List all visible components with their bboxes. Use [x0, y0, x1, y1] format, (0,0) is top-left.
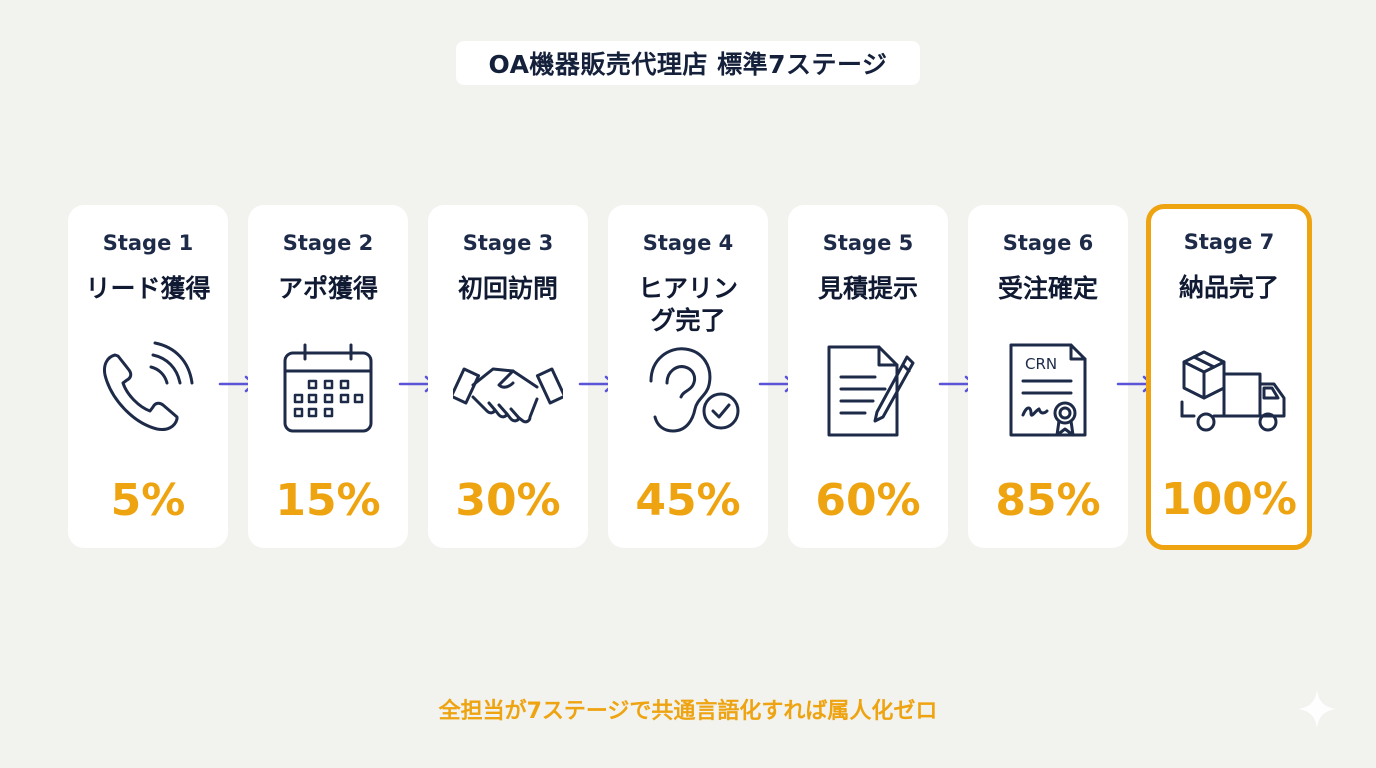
stage-name: 見積提示 — [817, 274, 918, 303]
calendar-icon — [283, 343, 373, 433]
summary-message: 全担当が7ステージで共通言語化すれば属人化ゼロ — [438, 699, 938, 724]
stage-card-4: Stage 4 ヒアリング完了 45% — [608, 205, 768, 548]
certificate-label: CRN — [1025, 355, 1057, 373]
handshake-icon — [453, 367, 563, 424]
document-pen-icon — [827, 345, 915, 437]
stage-name: ヒアリング完了 — [637, 274, 738, 335]
delivery-truck-icon — [1180, 350, 1286, 432]
stage-label: Stage 7 — [1183, 230, 1275, 254]
stage-name: 受注確定 — [997, 274, 1098, 303]
phone-icon — [103, 341, 194, 431]
stage-percentage: 15% — [275, 475, 381, 526]
stage-percentage: 85% — [995, 475, 1101, 526]
stage-label: Stage 6 — [1002, 231, 1094, 255]
page-title: OA機器販売代理店 標準7ステージ — [456, 41, 920, 85]
stage-card-1: Stage 1 リード獲得 5% — [68, 205, 228, 548]
stage-label: Stage 2 — [282, 231, 374, 255]
stage-label: Stage 1 — [102, 231, 194, 255]
stage-name: アポ獲得 — [277, 274, 378, 303]
stage-card-6: Stage 6 受注確定 CRN 85% — [968, 205, 1128, 548]
stage-percentage: 30% — [455, 475, 561, 526]
stage-card-7: Stage 7 納品完了 100% — [1146, 204, 1312, 550]
stage-label: Stage 5 — [822, 231, 914, 255]
ear-check-icon — [649, 347, 740, 433]
stage-percentage: 100% — [1161, 474, 1297, 525]
sparkle-icon — [1298, 690, 1336, 728]
stage-card-3: Stage 3 初回訪問 30% — [428, 205, 588, 548]
stage-percentage: 60% — [815, 475, 921, 526]
stage-card-5: Stage 5 見積提示 60% — [788, 205, 948, 548]
stage-percentage: 45% — [635, 475, 741, 526]
stage-name: リード獲得 — [85, 274, 211, 303]
stage-label: Stage 4 — [642, 231, 734, 255]
stage-name: 初回訪問 — [457, 274, 558, 303]
stage-card-2: Stage 2 アポ獲得 15% — [248, 205, 408, 548]
stage-name: 納品完了 — [1178, 273, 1279, 302]
stage-label: Stage 3 — [462, 231, 554, 255]
certificate-icon: CRN — [1009, 343, 1087, 437]
stage-percentage: 5% — [110, 475, 186, 526]
